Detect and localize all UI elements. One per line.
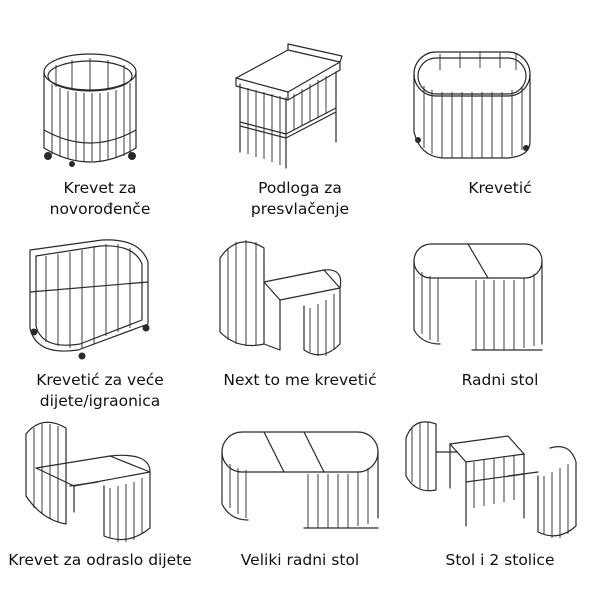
toddler-bed-illustration [0,416,200,556]
newborn-bed-illustration [0,30,200,170]
changing-table-illustration [200,30,400,170]
configuration-label: Podloga za presvlačenje [250,179,350,218]
configuration-label: Veliki radni stol [240,551,360,569]
configuration-label: Krevet za novorođenče [49,179,151,218]
configuration-label: Stol i 2 stolice [445,551,555,569]
desk-illustration [400,232,600,372]
configuration-label: Krevetić za veće dijete/igraonica [36,371,164,410]
configuration-label: Next to me krevetić [223,371,377,389]
next-to-me-crib-illustration [200,232,400,372]
configuration-label: Krevet za odraslo dijete [8,551,192,569]
junior-bed-playpen-illustration [0,232,200,372]
large-desk-illustration [200,416,400,556]
configuration-label: Krevetić [468,179,532,197]
crib-illustration [400,30,600,170]
configuration-label: Radni stol [461,371,539,389]
table-two-chairs-illustration [400,416,600,556]
